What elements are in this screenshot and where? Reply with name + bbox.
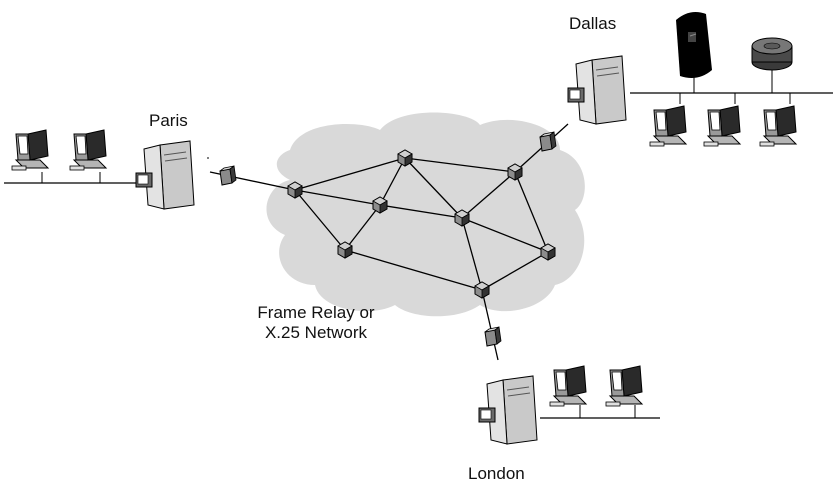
switch-node-icon — [287, 181, 303, 199]
modem-icon — [484, 326, 502, 347]
workstation-icon — [605, 365, 643, 407]
switch-node-icon — [372, 196, 388, 214]
switch-node-icon — [474, 281, 490, 299]
network-label-line2: X.25 Network — [264, 323, 368, 342]
network-label: Frame Relay or X.25 Network — [236, 303, 396, 343]
workstation-icon — [11, 129, 49, 171]
server-icon — [567, 55, 627, 125]
switch-node-icon — [337, 241, 353, 259]
switch-node-icon — [454, 209, 470, 227]
workstation-icon — [649, 105, 687, 147]
network-links — [209, 123, 569, 361]
server-icon — [135, 140, 195, 210]
workstation-icon — [549, 365, 587, 407]
server-icon — [478, 375, 538, 445]
network-cloud — [266, 112, 585, 317]
modem-icon — [219, 165, 237, 186]
paris-site — [4, 129, 209, 210]
workstation-icon — [69, 129, 107, 171]
dallas-site — [567, 12, 833, 147]
tower-server-icon — [676, 12, 712, 93]
switch-node-icon — [397, 149, 413, 167]
london-site — [478, 365, 660, 445]
network-label-line1: Frame Relay or — [257, 303, 375, 322]
paris-label: Paris — [149, 111, 188, 130]
switch-node-icon — [540, 243, 556, 261]
modem-icon — [539, 131, 557, 152]
dallas-label: Dallas — [569, 14, 617, 33]
workstation-icon — [759, 105, 797, 147]
disk-storage-icon — [751, 37, 793, 93]
workstation-icon — [703, 105, 741, 147]
switch-node-icon — [507, 163, 523, 181]
london-label: London — [468, 464, 525, 483]
